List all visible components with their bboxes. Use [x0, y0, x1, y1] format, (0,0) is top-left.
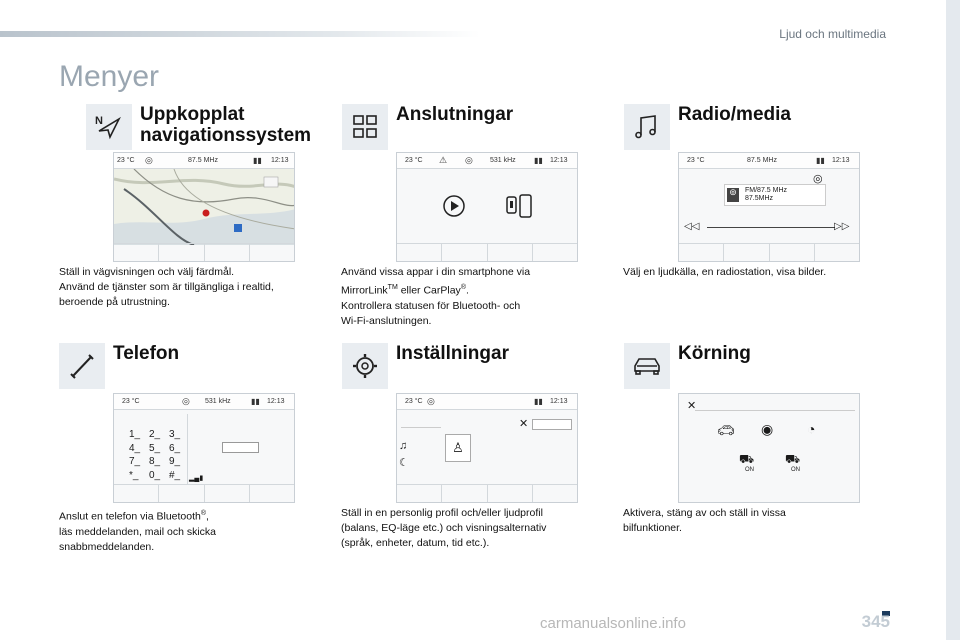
seek-back-button[interactable]: ◁◁	[684, 221, 700, 232]
warning-icon: ⚠	[439, 155, 448, 165]
status-bar: 23 °C ◎ 531 kHz ▮▮ 12:13	[114, 394, 294, 410]
dial-keypad: 1_ 2_ 3_ 4_ 5_ 6_ 7_ 8_ 9_ *_ 0_ #_	[129, 428, 189, 482]
menu-button[interactable]	[114, 244, 160, 261]
signal-icon: ▮▮	[534, 156, 543, 165]
car-function-icon[interactable]: 🚗︎	[717, 422, 735, 438]
carplay-icon[interactable]	[442, 193, 466, 219]
key-7[interactable]: 7_	[129, 456, 141, 467]
car-icon	[624, 343, 670, 389]
nav-screen: 23 °C ◎ 87.5 MHz ▮▮ 12:13	[113, 152, 295, 262]
key-4[interactable]: 4_	[129, 442, 141, 454]
user-profile-icon[interactable]: ♙	[445, 434, 471, 462]
card-title: Inställningar	[396, 343, 509, 364]
page-edge-bar	[946, 0, 960, 640]
battery-icon: ▂▄▮	[189, 475, 204, 482]
phone-screen: 23 °C ◎ 531 kHz ▮▮ 12:13 1_ 2_ 3_ 4_ 5_ …	[113, 393, 295, 503]
settings-screen: 23 °C ◎ ▮▮ 12:13 ✕ ♫ ☾ ♙	[396, 393, 578, 503]
key-hash[interactable]: #_	[169, 469, 181, 481]
signal-icon: ▮▮	[534, 397, 543, 406]
key-5[interactable]: 5_	[149, 442, 161, 454]
night-mode-icon[interactable]: ☾	[399, 457, 409, 469]
seek-forward-button[interactable]: ▷▷	[834, 221, 850, 232]
gauge-icon[interactable]: ◔	[807, 421, 816, 437]
radio-screen: 23 °C 87.5 MHz ▮▮ 12:13 ◎ ⊚ FM/87.5 MHz …	[678, 152, 860, 262]
key-2[interactable]: 2_	[149, 429, 161, 440]
key-6[interactable]: 6_	[169, 442, 181, 454]
connections-description: Använd vissa appar i din smartphone via …	[341, 266, 531, 327]
page-title: Menyer	[59, 60, 160, 93]
nav-button-row	[114, 243, 294, 261]
card-title: Anslutningar	[396, 104, 514, 125]
number-display	[222, 442, 259, 453]
header-accent-bar	[0, 31, 480, 37]
phone-button-row	[114, 484, 294, 502]
card-title: Körning	[678, 343, 751, 364]
mirrorlink-icon[interactable]	[504, 193, 534, 219]
parking-sensor-icon[interactable]: ⛟	[785, 452, 801, 466]
radio-icon: ⊚	[727, 188, 739, 202]
svg-text:N: N	[95, 115, 103, 127]
connections-screen: 23 °C ⚠ ◎ 531 kHz ▮▮ 12:13	[396, 152, 578, 262]
lane-assist-icon[interactable]: ⛟	[739, 452, 755, 466]
status-bar: 23 °C ◎ 87.5 MHz ▮▮ 12:13	[114, 153, 294, 169]
zoom-out-button[interactable]	[205, 244, 250, 261]
close-icon[interactable]: ✕	[519, 418, 529, 430]
location-icon: ◎	[465, 155, 473, 165]
location-icon: ◎	[182, 396, 190, 406]
zoom-in-button[interactable]	[250, 244, 294, 261]
radio-description: Välj en ljudkälla, en radiostation, visa…	[623, 266, 827, 278]
watermark: carmanualsonline.info	[540, 615, 686, 632]
connections-icon	[342, 104, 388, 150]
map-view[interactable]	[114, 169, 295, 245]
status-bar: 23 °C ⚠ ◎ 531 kHz ▮▮ 12:13	[397, 153, 577, 169]
signal-icon: ▮▮	[816, 156, 825, 165]
settings-description: Ställ in en personlig profil och/eller l…	[341, 507, 547, 549]
card-title: Radio/media	[678, 104, 791, 125]
location-icon: ◎	[427, 396, 435, 406]
station-tile[interactable]: ⊚ FM/87.5 MHz 87.5MHz	[724, 184, 826, 206]
page-number: 345	[861, 612, 890, 631]
key-8[interactable]: 8_	[149, 456, 161, 467]
status-bar: 23 °C ◎ ▮▮ 12:13	[397, 394, 577, 410]
signal-icon: ▮▮	[253, 156, 262, 165]
key-9[interactable]: 9_	[169, 456, 181, 467]
key-1[interactable]: 1_	[129, 429, 141, 440]
close-icon[interactable]: ✕	[687, 400, 697, 412]
music-note-icon	[624, 104, 670, 150]
key-3[interactable]: 3_	[169, 429, 181, 440]
location-icon[interactable]: ◎	[813, 173, 823, 185]
eco-icon[interactable]: ◉	[761, 421, 774, 437]
phone-icon	[59, 343, 105, 389]
driving-screen: ✕ 🚗︎ ◉ ◔ ⛟ ON ⛟ ON	[678, 393, 860, 503]
driving-description: Aktivera, stäng av och ställ in vissa bi…	[623, 507, 786, 534]
key-star[interactable]: *_	[129, 469, 139, 481]
card-title: Telefon	[113, 343, 180, 364]
settings-button-row	[397, 484, 577, 502]
sound-profile-icon[interactable]: ♫	[399, 440, 408, 452]
section-tag: Ljud och multimedia	[779, 27, 886, 41]
key-0[interactable]: 0_	[149, 469, 161, 481]
location-icon: ◎	[145, 155, 153, 165]
connections-button-row	[397, 243, 577, 261]
gear-icon	[342, 343, 388, 389]
nav-description: Ställ in vägvisningen och välj färdmål. …	[59, 266, 274, 308]
signal-icon: ▮▮	[251, 397, 260, 406]
navigation-icon: N	[86, 104, 132, 150]
status-bar: 23 °C 87.5 MHz ▮▮ 12:13	[679, 153, 859, 169]
page-marker	[882, 611, 890, 616]
radio-button-row	[679, 243, 859, 261]
phone-description: Anslut en telefon via Bluetooth®, läs me…	[59, 510, 216, 553]
